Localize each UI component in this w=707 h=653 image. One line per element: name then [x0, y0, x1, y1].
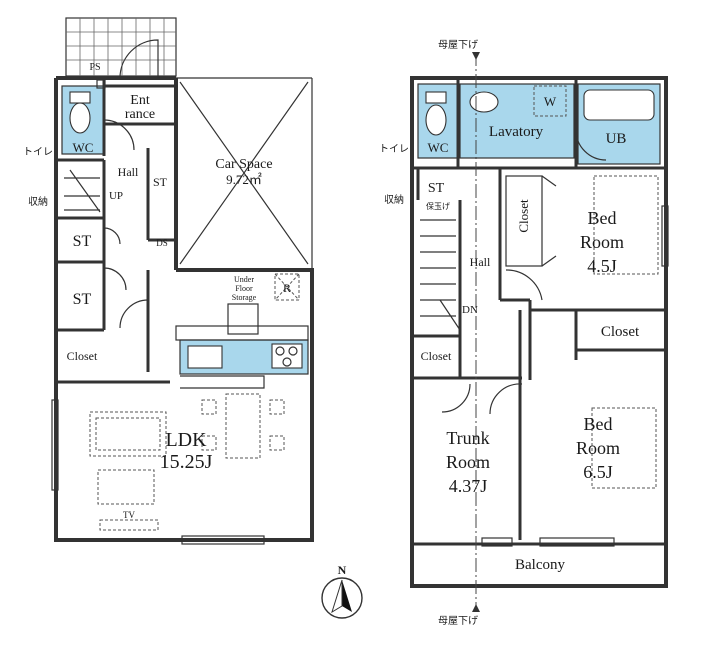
balcony-label: Balcony	[515, 557, 565, 573]
fridge-box	[274, 273, 300, 301]
tv-label: TV	[123, 510, 135, 520]
bed2-label-2: Room	[576, 438, 620, 458]
closet-bed2-label: Closet	[601, 324, 640, 340]
north-compass: N	[321, 563, 363, 619]
toilet-icon-2f	[425, 104, 447, 136]
ub-label: UB	[606, 131, 627, 147]
ds-label: DS	[156, 238, 168, 248]
entrance-label-2: rance	[125, 107, 155, 122]
hall-label: Hall	[118, 165, 139, 179]
bed1-side-window	[661, 205, 669, 267]
stair-lines-2f	[420, 219, 461, 331]
toilet-tank-icon	[69, 91, 91, 104]
car-space-area: 9.72㎡	[226, 172, 262, 187]
up-label: UP	[109, 190, 123, 202]
toilet-storage-label-1: トイレ	[23, 147, 53, 158]
toilet-icon	[69, 102, 91, 134]
dn-label: DN	[462, 304, 478, 316]
trunk-size-label: 4.37J	[449, 476, 488, 496]
kitchen-back-counter	[175, 325, 309, 341]
floor2-outer-wall	[410, 76, 668, 588]
bed1-label-2: Room	[580, 232, 624, 252]
closet-vertical-label: Closet	[516, 199, 531, 233]
wc-label-2f: WC	[428, 140, 449, 155]
under-floor-label-3: Storage	[232, 293, 257, 302]
tv-stand	[99, 519, 159, 531]
toilet-tank-icon-2f	[425, 91, 447, 104]
sofa	[89, 411, 167, 457]
trunk-window	[481, 537, 513, 547]
closet-label: Closet	[67, 349, 98, 363]
wc-door-swing	[103, 119, 135, 151]
bed2-size-label: 6.5J	[583, 462, 613, 482]
entrance-door-swing	[119, 39, 159, 79]
eave-label-top: 母屋下げ	[438, 39, 478, 51]
floor1-outer-wall	[54, 76, 314, 542]
entrance-label-1: Ent	[130, 93, 150, 108]
toilet-storage-2f-2: 収納	[384, 193, 404, 206]
st-label-2f: ST	[428, 181, 445, 196]
dining-table	[225, 393, 261, 459]
under-floor-storage-box	[227, 303, 259, 335]
sofa-back	[95, 417, 161, 451]
ldk-window	[181, 535, 265, 545]
trunk-label-2: Room	[446, 452, 490, 472]
ps-label: PS	[89, 62, 100, 73]
wc-label: WC	[73, 140, 94, 155]
hall-door-swing	[119, 299, 149, 329]
washer-box	[533, 85, 567, 117]
st-a-label: ST	[73, 233, 92, 250]
washer-w-label: W	[544, 94, 557, 109]
eave-label-bottom: 母屋下げ	[438, 615, 478, 627]
coffee-table	[97, 469, 155, 505]
wash-basin-icon	[469, 91, 499, 113]
floor-1: PS WC トイレ 収納 Ent rance Hall UP ST DS ST …	[23, 17, 314, 545]
lavatory-label: Lavatory	[489, 124, 544, 140]
ridge-arrow-top	[472, 52, 480, 60]
north-arrow-icon	[342, 580, 352, 612]
st-small-label: ST	[153, 175, 168, 189]
trunk-label-1: Trunk	[446, 428, 489, 448]
closet-door-swings	[541, 175, 557, 267]
fridge-r-label: R	[283, 281, 291, 295]
bed1-size-label: 4.5J	[587, 256, 617, 276]
north-label: N	[338, 563, 347, 577]
floor-2: 母屋下げ 母屋下げ WC トイレ 収納 W Lavatory UB ST 保玉げ…	[379, 39, 669, 627]
ldk-size-label: 15.25J	[160, 451, 213, 473]
bed1-label-1: Bed	[588, 208, 617, 228]
floor1-partitions	[56, 80, 176, 384]
ldk-label: LDK	[165, 429, 207, 451]
bed-2	[591, 407, 657, 489]
hall-label-2f: Hall	[470, 255, 491, 269]
under-floor-label-1: Under	[234, 275, 254, 284]
bed2-label-1: Bed	[584, 414, 613, 434]
ridge-arrow-bottom	[472, 604, 480, 612]
car-space-label: Car Space	[215, 157, 272, 172]
closet-vertical-box	[505, 175, 543, 267]
sink-icon	[187, 345, 223, 369]
ldk-side-window	[51, 399, 59, 491]
car-space-outline	[176, 77, 313, 268]
kitchen-lower-counter	[180, 375, 265, 389]
st-door-swing	[103, 227, 127, 291]
bed-1	[593, 175, 659, 275]
stair-up-lines	[64, 169, 101, 213]
balcony-window	[539, 537, 615, 547]
under-floor-label-2: Floor	[235, 284, 253, 293]
hoyu-label: 保玉げ	[426, 201, 450, 211]
stove-icon	[271, 343, 303, 369]
door-swing-2f	[441, 129, 607, 415]
closet-small-label: Closet	[421, 349, 452, 363]
toilet-storage-label-2: 収納	[28, 195, 48, 208]
st-b-label: ST	[73, 291, 92, 308]
toilet-storage-2f-1: トイレ	[379, 144, 409, 155]
floor2-partitions	[412, 80, 666, 540]
bathtub-icon	[583, 89, 655, 121]
